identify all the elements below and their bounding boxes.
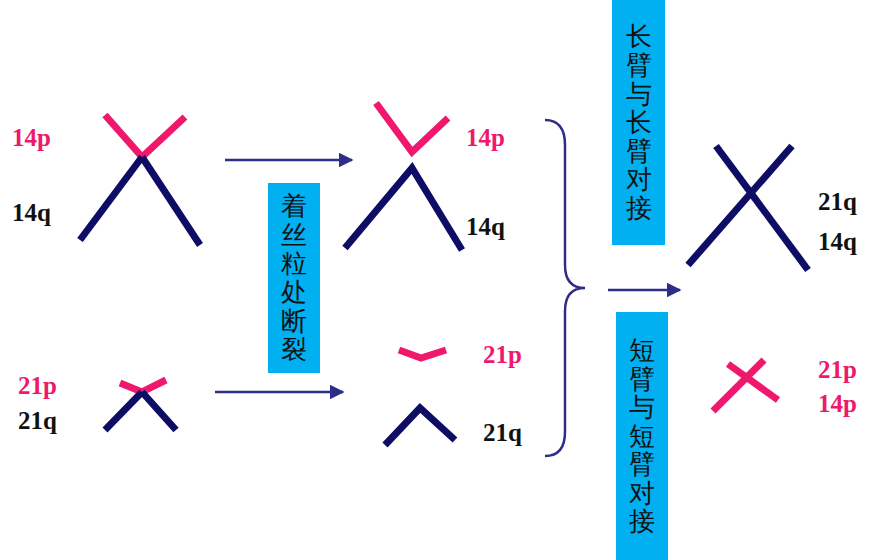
arm-label: 21q [18, 408, 57, 433]
brace [545, 120, 585, 456]
step-band: 长臂与长臂对接 [612, 0, 665, 245]
step-text: 长臂与长臂对接 [626, 22, 652, 222]
arm-label: 21p [18, 373, 57, 398]
step-band: 着丝粒处断裂 [268, 183, 320, 373]
arm-label: 14p [818, 391, 857, 416]
arrow [215, 391, 343, 394]
broken-chromosome-14 [345, 103, 462, 250]
step-text: 着丝粒处断裂 [281, 192, 307, 364]
arm-label: 14p [466, 125, 505, 150]
fused-short-arms [713, 360, 778, 411]
arm-label: 14q [466, 214, 505, 239]
arrow [608, 289, 680, 292]
arrow [225, 159, 352, 162]
arm-label: 21p [818, 357, 857, 382]
chromosome-21 [105, 380, 176, 430]
arm-label: 14q [818, 229, 857, 254]
arm-label: 14q [12, 200, 51, 225]
step-text: 短臂与短臂对接 [629, 336, 655, 536]
arm-label: 21q [818, 189, 857, 214]
arm-label: 21q [483, 420, 522, 445]
step-band: 短臂与短臂对接 [616, 312, 668, 560]
chromosome-14 [80, 115, 200, 245]
fused-long-arms [688, 146, 808, 270]
broken-chromosome-21 [385, 350, 455, 445]
arm-label: 14p [12, 125, 51, 150]
arm-label: 21p [483, 342, 522, 367]
